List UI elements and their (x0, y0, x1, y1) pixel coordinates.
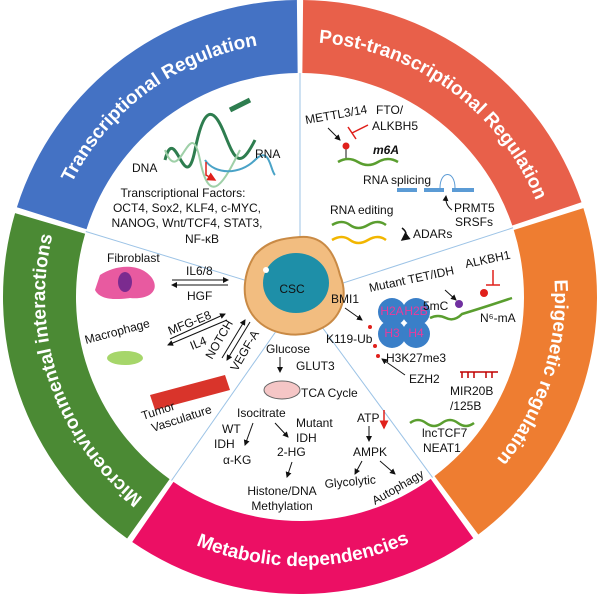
rna-splicing-label: RNA splicing (363, 173, 431, 187)
prmt5-label: PRMT5 (454, 201, 495, 215)
splicing-exons-icon (397, 174, 474, 192)
k119-ub-label: K119-Ub (326, 332, 373, 346)
macrophage-icon (107, 351, 143, 365)
n6ma-label: N⁶-mA (480, 311, 516, 325)
akg-label: α-KG (223, 453, 251, 467)
ampk-label: AMPK (353, 445, 387, 459)
rna-label: RNA (255, 147, 280, 161)
adars-label: ADARs (413, 227, 452, 241)
tumor-vessel-icon (150, 375, 230, 410)
edited-rna-icon (331, 220, 387, 230)
mutant-label: Mutant (296, 416, 333, 430)
tf-line-4: NF-κB (185, 232, 219, 246)
il68-label: IL6/8 (186, 264, 213, 278)
dna-strand-icon (429, 296, 513, 321)
hgf-label: HGF (187, 289, 212, 303)
histone-h3: H3 (384, 326, 400, 340)
tf-line-1: Transcriptional Factors: (121, 186, 246, 200)
glycolytic-label: Glycolytic (324, 473, 376, 491)
transcription-arrow-icon (205, 162, 217, 181)
csc-label: CSC (279, 282, 305, 296)
5mc-label: 5mC (423, 299, 449, 313)
nucleosome-icon (378, 298, 430, 348)
glucose-label: Glucose (266, 342, 310, 356)
rna-strand-icon (337, 157, 399, 167)
tf-line-3: NANOG, Wnt/TCF4, STAT3, (112, 216, 263, 230)
dna-label: DNA (132, 161, 157, 175)
tca-label: TCA Cycle (301, 386, 358, 400)
idh-label: IDH (214, 437, 235, 451)
mirna-icon (460, 371, 498, 378)
tf-line-2: OCT4, Sox2, KLF4, c-MYC, (113, 201, 261, 215)
il4-label: IL4 (188, 333, 209, 352)
neat1-label: NEAT1 (423, 441, 461, 455)
mitochondrion-icon (263, 380, 301, 400)
segment-metabolic (132, 478, 474, 594)
isocitrate-label: Isocitrate (237, 406, 286, 420)
fibroblast-label: Fibroblast (107, 251, 160, 265)
mir125b-label: /125B (450, 399, 481, 413)
h3k27me3-label: H3K27me3 (386, 351, 446, 365)
rna-strand-yellow-icon (331, 235, 387, 245)
2hg-label: 2-HG (277, 445, 306, 459)
dna-helix-icon (163, 97, 276, 188)
histone-dna-label: Histone/DNA (247, 484, 316, 498)
inhibition-icon (347, 124, 369, 140)
segment-post-transcriptional (302, 0, 582, 226)
segment-transcriptional (16, 0, 298, 230)
m6a-label: m6A (373, 143, 399, 157)
segment-epigenetic (434, 208, 597, 535)
fto-label: FTO/ (376, 103, 404, 117)
inhibition-icon (486, 270, 500, 286)
histone-h4: H4 (408, 326, 424, 340)
bmi1-label: BMI1 (331, 292, 359, 306)
methylation-label: Methylation (251, 499, 312, 513)
rna-editing-label: RNA editing (330, 203, 393, 217)
lncrna-icon (409, 418, 475, 428)
ezh2-label: EZH2 (409, 372, 440, 386)
csc-cell-icon (243, 235, 345, 336)
segment-microenvironmental (2, 213, 170, 539)
histone-h2a: H2A (380, 304, 403, 318)
histone-h2b: H2B (404, 304, 427, 318)
atp-label: ATP (357, 411, 379, 425)
mutant-idh-label: IDH (296, 431, 317, 445)
alkbh5-label: ALKBH5 (372, 119, 418, 133)
lnctcf7-label: lncTCF7 (422, 426, 468, 440)
srsfs-label: SRSFs (455, 215, 493, 229)
glut3-label: GLUT3 (296, 359, 335, 373)
mir20b-label: MIR20B (450, 384, 493, 398)
wt-label: WT (222, 422, 241, 436)
